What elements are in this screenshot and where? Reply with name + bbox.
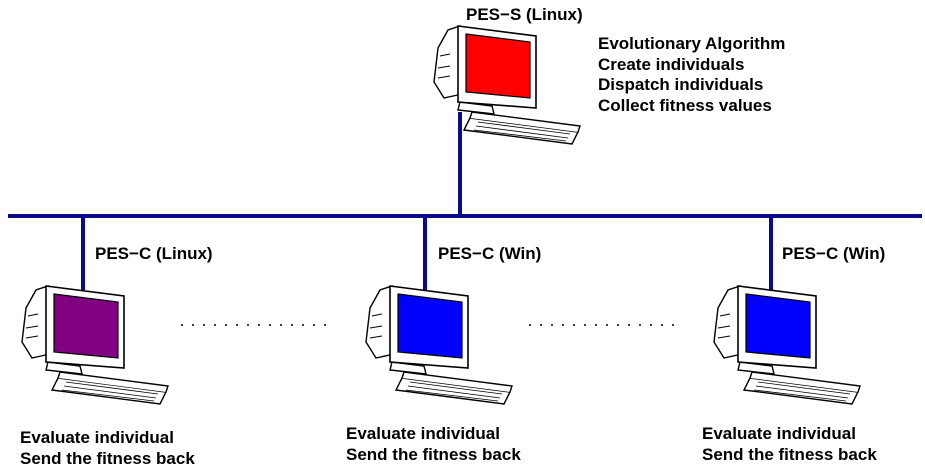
server-task: Collect fitness values <box>598 95 772 115</box>
client-title-3: PES−C (Win) <box>782 244 886 263</box>
screen <box>53 293 119 359</box>
ellipsis-dots-left <box>181 324 326 326</box>
server-title: PES−S (Linux) <box>466 5 583 24</box>
screen <box>397 293 463 359</box>
client-computer-icon-3 <box>713 285 861 405</box>
ellipsis-dots-right <box>529 324 674 326</box>
client-task: Evaluate individual <box>702 424 856 443</box>
client-task: Send the fitness back <box>702 444 877 464</box>
client-task: Evaluate individual <box>346 424 500 443</box>
screen <box>745 293 811 359</box>
client-task: Send the fitness back <box>20 448 195 468</box>
server-task: Evolutionary Algorithm <box>598 34 786 53</box>
client-title-1: PES−C (Linux) <box>95 244 213 263</box>
server-task: Create individuals <box>598 54 745 74</box>
client-computer-icon-2 <box>365 285 513 405</box>
screen <box>465 33 531 99</box>
client-computer-icon-1 <box>21 285 169 405</box>
server-computer-icon <box>433 25 581 145</box>
client-task: Send the fitness back <box>346 444 521 464</box>
client-task: Evaluate individual <box>20 428 174 447</box>
client-task-list-3: Evaluate individual Send the fitness bac… <box>702 424 877 465</box>
server-task-list: Evolutionary Algorithm Create individual… <box>598 34 785 116</box>
client-title-2: PES−C (Win) <box>438 244 542 263</box>
client-task-list-1: Evaluate individual Send the fitness bac… <box>20 428 195 469</box>
server-task: Dispatch individuals <box>598 75 764 94</box>
client-task-list-2: Evaluate individual Send the fitness bac… <box>346 424 521 465</box>
